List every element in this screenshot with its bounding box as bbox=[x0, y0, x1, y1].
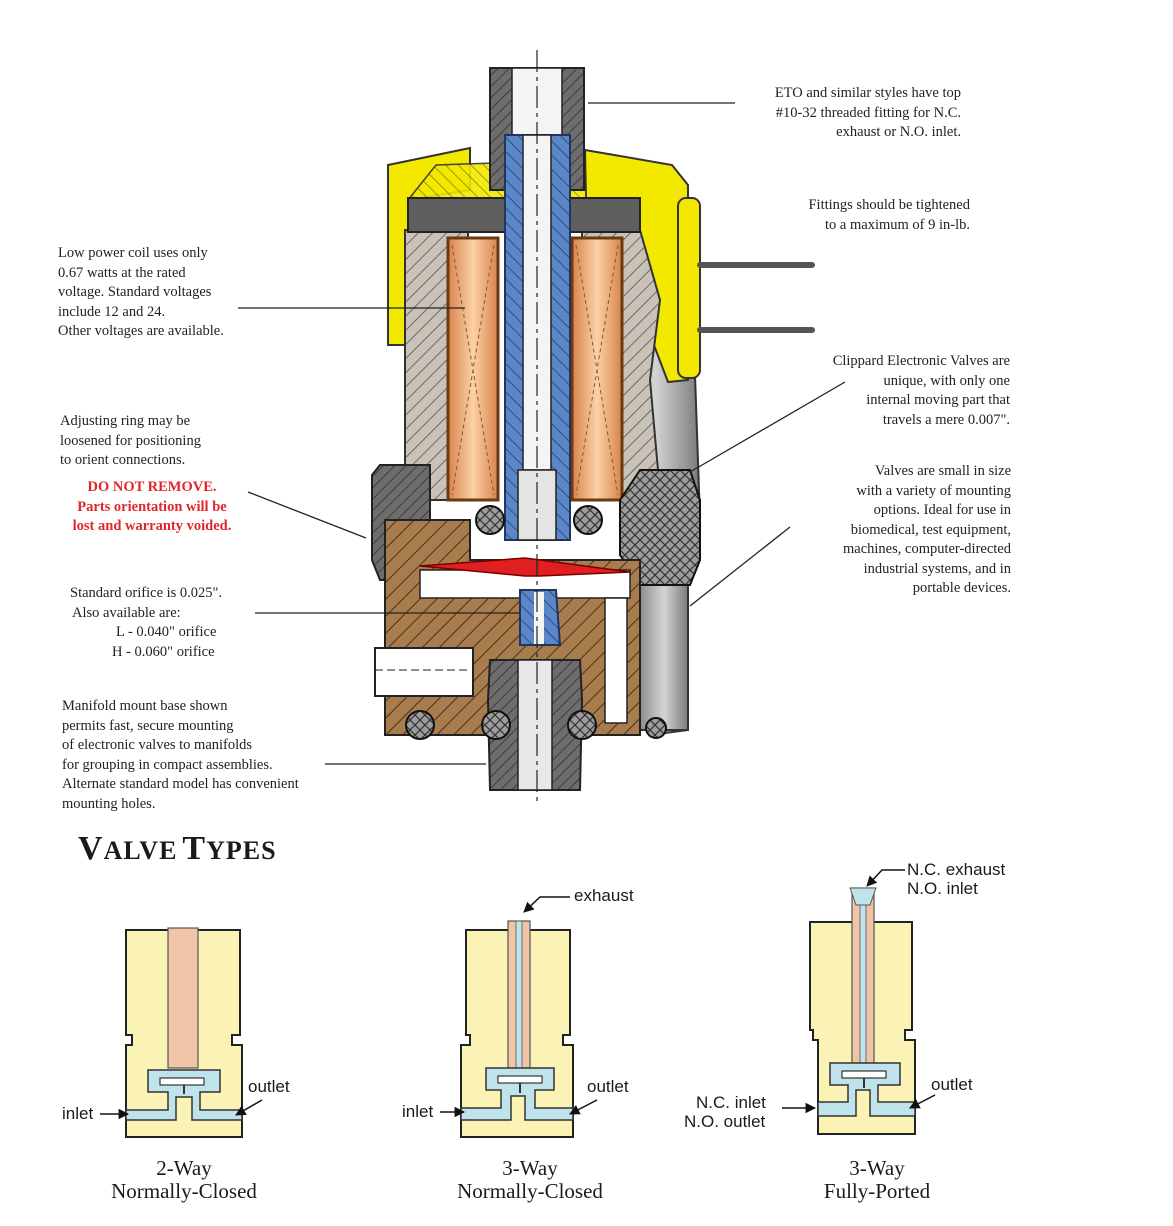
callout-line: to orient connections. bbox=[60, 452, 186, 468]
callout-line: with a variety of mounting bbox=[856, 482, 1011, 499]
callout-line: #10-32 threaded fitting for N.C. bbox=[775, 104, 961, 121]
port-label-no-inlet: N.O. inlet bbox=[907, 879, 978, 898]
callout-coil: Low power coil uses only 0.67 watts at t… bbox=[58, 244, 268, 342]
port-label-nc-inlet: N.C. inlet bbox=[696, 1093, 766, 1112]
callout-line: machines, computer-directed bbox=[843, 541, 1011, 557]
callout-line: Alternate standard model has convenient bbox=[62, 776, 299, 792]
callout-line: internal moving part that bbox=[866, 392, 1010, 408]
callout-line: Valves are small in size bbox=[874, 463, 1011, 479]
callout-line: Adjusting ring may be bbox=[60, 413, 191, 429]
callout-line: Clippard Electronic Valves are bbox=[832, 353, 1010, 369]
side-port bbox=[374, 647, 474, 697]
port-label-exhaust: exhaust bbox=[574, 886, 634, 905]
diagram-3way-fully-ported bbox=[782, 869, 936, 1135]
port-label-no-outlet: N.O. outlet bbox=[684, 1112, 766, 1131]
warning-line: Parts orientation will be bbox=[77, 498, 227, 515]
warning-line: lost and warranty voided. bbox=[72, 518, 232, 534]
callout-line: H - 0.060" orifice bbox=[112, 643, 215, 660]
caption-line: Fully-Ported bbox=[823, 1179, 931, 1203]
callout-line: mounting holes. bbox=[62, 795, 156, 812]
heading-rest: ALVE bbox=[103, 836, 178, 865]
callout-line: Low power coil uses only bbox=[58, 245, 208, 261]
callout-size: Valves are small in size with a variety … bbox=[790, 462, 1011, 599]
port-label-outlet: outlet bbox=[587, 1077, 629, 1096]
callout-orifice: Standard orifice is 0.025". Also availab… bbox=[70, 584, 270, 662]
diagram-2way-nc bbox=[100, 927, 263, 1138]
valve-caption-2way: 2-Way Normally-Closed bbox=[64, 1157, 304, 1203]
warning-line: DO NOT REMOVE. bbox=[87, 479, 217, 495]
callout-line: L - 0.040" orifice bbox=[116, 624, 217, 640]
callout-line: include 12 and 24. bbox=[58, 303, 166, 320]
coil-left bbox=[446, 236, 500, 502]
coil-right bbox=[570, 236, 624, 502]
callout-line: loosened for positioning bbox=[60, 432, 201, 449]
callout-line: permits fast, secure mounting bbox=[62, 717, 234, 734]
callout-line: Other voltages are available. bbox=[58, 323, 224, 339]
callout-line: biomedical, test equipment, bbox=[850, 521, 1011, 538]
port-label-outlet: outlet bbox=[248, 1077, 290, 1096]
callout-line: of electronic valves to manifolds bbox=[62, 737, 253, 753]
callout-fittings: Fittings should be tightened to a maximu… bbox=[745, 196, 970, 235]
port-label-nc-exhaust: N.C. exhaust bbox=[907, 860, 1006, 879]
callout-line: ETO and similar styles have top bbox=[774, 85, 961, 101]
diaphragm bbox=[419, 557, 631, 577]
callout-line: Fittings should be tightened bbox=[808, 197, 970, 213]
callout-line: exhaust or N.O. inlet. bbox=[836, 124, 961, 140]
caption-line: 2-Way bbox=[156, 1156, 212, 1180]
knurled-nut bbox=[619, 469, 701, 586]
caption-line: Normally-Closed bbox=[111, 1179, 257, 1203]
callout-line: industrial systems, and in bbox=[863, 560, 1011, 577]
callout-line: to a maximum of 9 in-lb. bbox=[825, 216, 970, 233]
port-label-outlet: outlet bbox=[931, 1075, 973, 1094]
heading-rest: YPES bbox=[206, 836, 277, 865]
callout-line: for grouping in compact assemblies. bbox=[62, 756, 273, 773]
callout-eto-fitting: ETO and similar styles have top #10-32 t… bbox=[720, 84, 961, 143]
callout-line: voltage. Standard voltages bbox=[58, 284, 212, 300]
callout-line: travels a mere 0.007". bbox=[882, 411, 1010, 428]
valve-caption-3way-nc: 3-Way Normally-Closed bbox=[410, 1157, 650, 1203]
callout-line: Standard orifice is 0.025". bbox=[70, 585, 223, 601]
section-heading: VALVE TYPES bbox=[78, 830, 277, 868]
heading-cap: T bbox=[182, 830, 207, 867]
warning-note: DO NOT REMOVE. Parts orientation will be… bbox=[52, 478, 252, 537]
diagram-3way-nc bbox=[440, 896, 598, 1138]
valve-caption-fully-ported: 3-Way Fully-Ported bbox=[757, 1157, 997, 1203]
callout-line: Also available are: bbox=[72, 604, 181, 621]
callout-line: portable devices. bbox=[912, 580, 1011, 596]
heading-cap: V bbox=[78, 830, 104, 867]
caption-line: Normally-Closed bbox=[457, 1179, 603, 1203]
callout-manifold: Manifold mount base shown permits fast, … bbox=[62, 697, 362, 814]
port-label-inlet: inlet bbox=[402, 1102, 434, 1121]
callout-moving-part: Clippard Electronic Valves are unique, w… bbox=[780, 352, 1010, 430]
caption-line: 3-Way bbox=[849, 1156, 905, 1180]
callout-line: Manifold mount base shown bbox=[62, 698, 228, 714]
callout-line: 0.67 watts at the rated bbox=[58, 264, 186, 281]
caption-line: 3-Way bbox=[502, 1156, 558, 1180]
callout-line: options. Ideal for use in bbox=[873, 502, 1011, 518]
callout-line: unique, with only one bbox=[883, 372, 1010, 389]
port-label-inlet: inlet bbox=[62, 1104, 94, 1123]
callout-adjusting-ring: Adjusting ring may be loosened for posit… bbox=[60, 412, 260, 471]
